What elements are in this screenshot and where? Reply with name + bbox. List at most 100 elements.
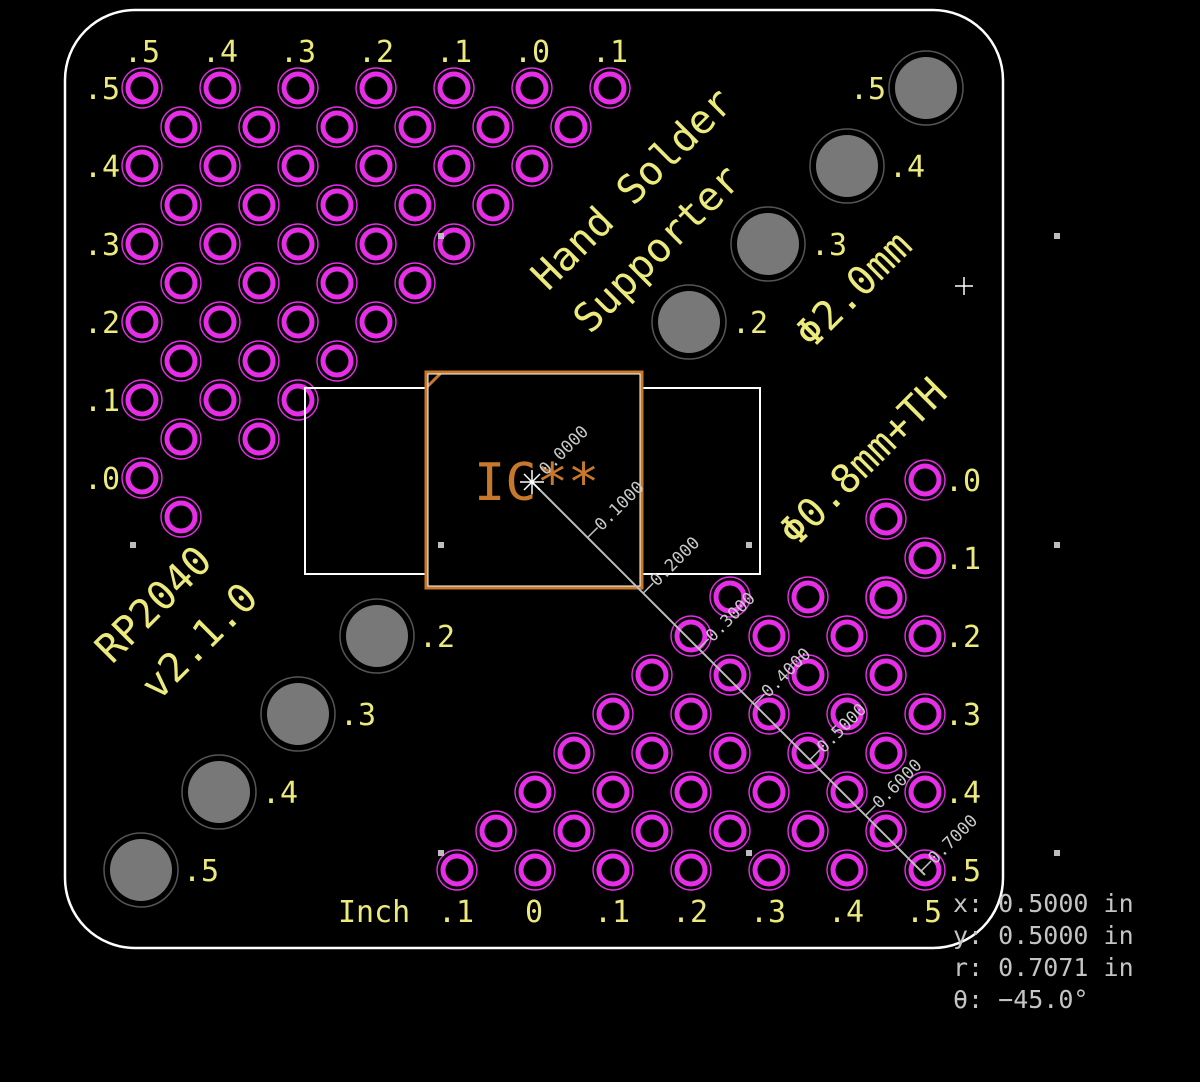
pad[interactable] [433,67,475,109]
pad[interactable] [904,615,946,657]
pad[interactable] [436,849,478,891]
pad[interactable] [709,810,751,852]
pad[interactable] [433,145,475,187]
pad[interactable] [787,810,829,852]
pad[interactable] [865,732,907,774]
pad[interactable] [553,810,595,852]
pad[interactable] [394,262,436,304]
pad[interactable] [316,262,358,304]
pad[interactable] [787,576,829,618]
pad[interactable] [904,849,946,891]
pad[interactable] [826,849,868,891]
pad[interactable] [670,771,712,813]
pad[interactable] [553,732,595,774]
pad[interactable] [511,145,553,187]
pad[interactable] [433,223,475,265]
pad[interactable] [592,849,634,891]
large-hole[interactable] [730,206,806,282]
pad[interactable] [238,418,280,460]
pad[interactable] [316,184,358,226]
pad[interactable] [670,849,712,891]
large-hole[interactable] [260,676,336,752]
pad[interactable] [121,223,163,265]
pad[interactable] [472,106,514,148]
pad[interactable] [865,577,907,619]
pad[interactable] [748,615,790,657]
pad[interactable] [277,379,319,421]
pad[interactable] [121,457,163,499]
pad[interactable] [238,184,280,226]
pad[interactable] [550,106,592,148]
pad[interactable] [670,615,712,657]
pad[interactable] [238,340,280,382]
pad[interactable] [748,849,790,891]
pad[interactable] [121,379,163,421]
pad[interactable] [826,693,868,735]
pad[interactable] [589,67,631,109]
large-hole[interactable] [103,832,179,908]
pad[interactable] [199,223,241,265]
pad[interactable] [121,145,163,187]
pad[interactable] [709,576,751,618]
pad[interactable] [238,262,280,304]
pad[interactable] [277,145,319,187]
pad[interactable] [199,67,241,109]
pad[interactable] [826,771,868,813]
pad[interactable] [592,693,634,735]
pad[interactable] [787,732,829,774]
pad[interactable] [355,67,397,109]
pad[interactable] [160,418,202,460]
pad[interactable] [355,145,397,187]
pad[interactable] [904,537,946,579]
pad[interactable] [199,145,241,187]
pad[interactable] [904,771,946,813]
pad[interactable] [709,732,751,774]
pad[interactable] [199,301,241,343]
large-hole[interactable] [339,598,415,674]
pad[interactable] [748,693,790,735]
pad[interactable] [160,184,202,226]
large-hole[interactable] [888,50,964,126]
pad[interactable] [865,654,907,696]
pad[interactable] [631,732,673,774]
pad[interactable] [316,340,358,382]
pad[interactable] [475,810,517,852]
pad[interactable] [514,849,556,891]
pad[interactable] [277,301,319,343]
pad[interactable] [670,693,712,735]
pad[interactable] [394,184,436,226]
pad[interactable] [160,340,202,382]
measure-ruler-line[interactable] [531,481,926,876]
pad[interactable] [514,771,556,813]
pad[interactable] [121,67,163,109]
pad[interactable] [631,810,673,852]
pad[interactable] [355,223,397,265]
large-hole[interactable] [809,128,885,204]
pad[interactable] [826,615,868,657]
pad[interactable] [199,379,241,421]
pad[interactable] [904,459,946,501]
pad[interactable] [709,654,751,696]
pad[interactable] [316,106,358,148]
pad[interactable] [472,184,514,226]
pad[interactable] [238,106,280,148]
pad[interactable] [631,654,673,696]
pad[interactable] [394,106,436,148]
pad[interactable] [865,810,907,852]
pad[interactable] [511,67,553,109]
pad[interactable] [160,496,202,538]
pad[interactable] [160,262,202,304]
large-hole[interactable] [181,754,257,830]
pad[interactable] [355,301,397,343]
pad[interactable] [592,771,634,813]
pad[interactable] [277,223,319,265]
pad[interactable] [277,67,319,109]
pad[interactable] [865,498,907,540]
pad[interactable] [787,654,829,696]
pad[interactable] [121,301,163,343]
pad[interactable] [160,106,202,148]
large-hole[interactable] [651,284,727,360]
pad[interactable] [904,693,946,735]
pad[interactable] [748,771,790,813]
